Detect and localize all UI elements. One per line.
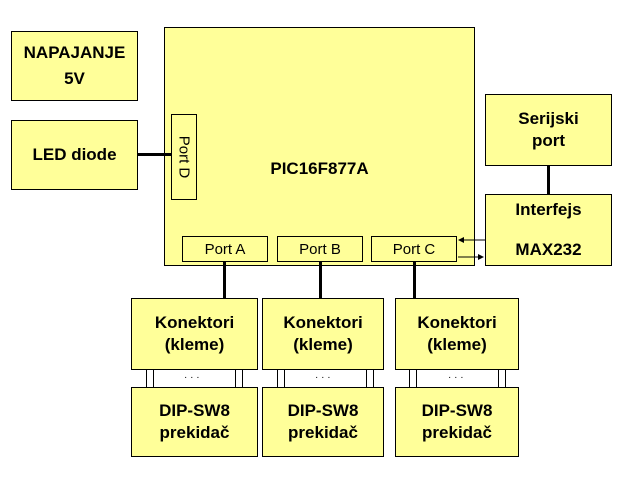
dip-switch-box-2: DIP-SW8 prekidač [262,387,384,457]
port-d: Port D [171,114,197,200]
power-supply-label: NAPAJANJE [23,43,126,62]
bus-line-2b [284,370,285,387]
bus-line-2a [277,370,278,387]
connectors-label-1: Konektori (kleme) [154,313,235,354]
dip-switch-label-2: DIP-SW8 prekidač [287,401,359,442]
wire-port-a-to-connectors [223,262,226,298]
led-diodes-box: LED diode [11,120,138,190]
port-a: Port A [182,236,268,262]
bus-line-3a [409,370,410,387]
wire-port-b-to-connectors [319,262,322,298]
wire-serial-to-interface [547,166,550,194]
wire-port-c-to-connectors [413,262,416,298]
serial-port-label: Serijski port [518,109,579,150]
interface-chip-label: MAX232 [515,240,582,259]
connectors-label-3: Konektori (kleme) [417,313,497,354]
dip-switch-box-3: DIP-SW8 prekidač [395,387,519,457]
microcontroller-box: PIC16F877A [164,27,475,266]
bus-line-2c [366,370,367,387]
bus-dots-3: · · · [448,372,464,383]
microcontroller-title: PIC16F877A [270,159,369,178]
bus-dots-1: · · · [184,372,200,383]
bus-line-1d [242,370,243,387]
interface-label: Interfejs [515,200,582,219]
port-c-label: Port C [392,240,436,258]
power-supply-box: NAPAJANJE 5V [11,31,138,101]
port-a-label: Port A [204,240,246,258]
bus-line-1c [235,370,236,387]
led-diodes-label: LED diode [32,145,117,164]
connectors-box-1: Konektori (kleme) [131,298,258,370]
dip-switch-label-1: DIP-SW8 prekidač [159,401,230,442]
bus-line-1a [146,370,147,387]
bus-dots-2: · · · [315,372,331,383]
power-supply-voltage: 5V [64,69,85,88]
bus-line-2d [373,370,374,387]
connectors-box-2: Konektori (kleme) [262,298,384,370]
max232-interface-box: Interfejs MAX232 [485,194,612,266]
connectors-label-2: Konektori (kleme) [283,313,363,354]
bus-line-3d [505,370,506,387]
wire-led-to-port-d [138,153,171,156]
port-b-label: Port B [299,240,341,258]
port-b: Port B [277,236,363,262]
bus-line-1b [153,370,154,387]
bus-line-3c [498,370,499,387]
bus-line-3b [416,370,417,387]
connectors-box-3: Konektori (kleme) [395,298,519,370]
port-c: Port C [371,236,457,262]
dip-switch-box-1: DIP-SW8 prekidač [131,387,258,457]
serial-port-box: Serijski port [485,94,612,166]
dip-switch-label-3: DIP-SW8 prekidač [421,401,493,442]
